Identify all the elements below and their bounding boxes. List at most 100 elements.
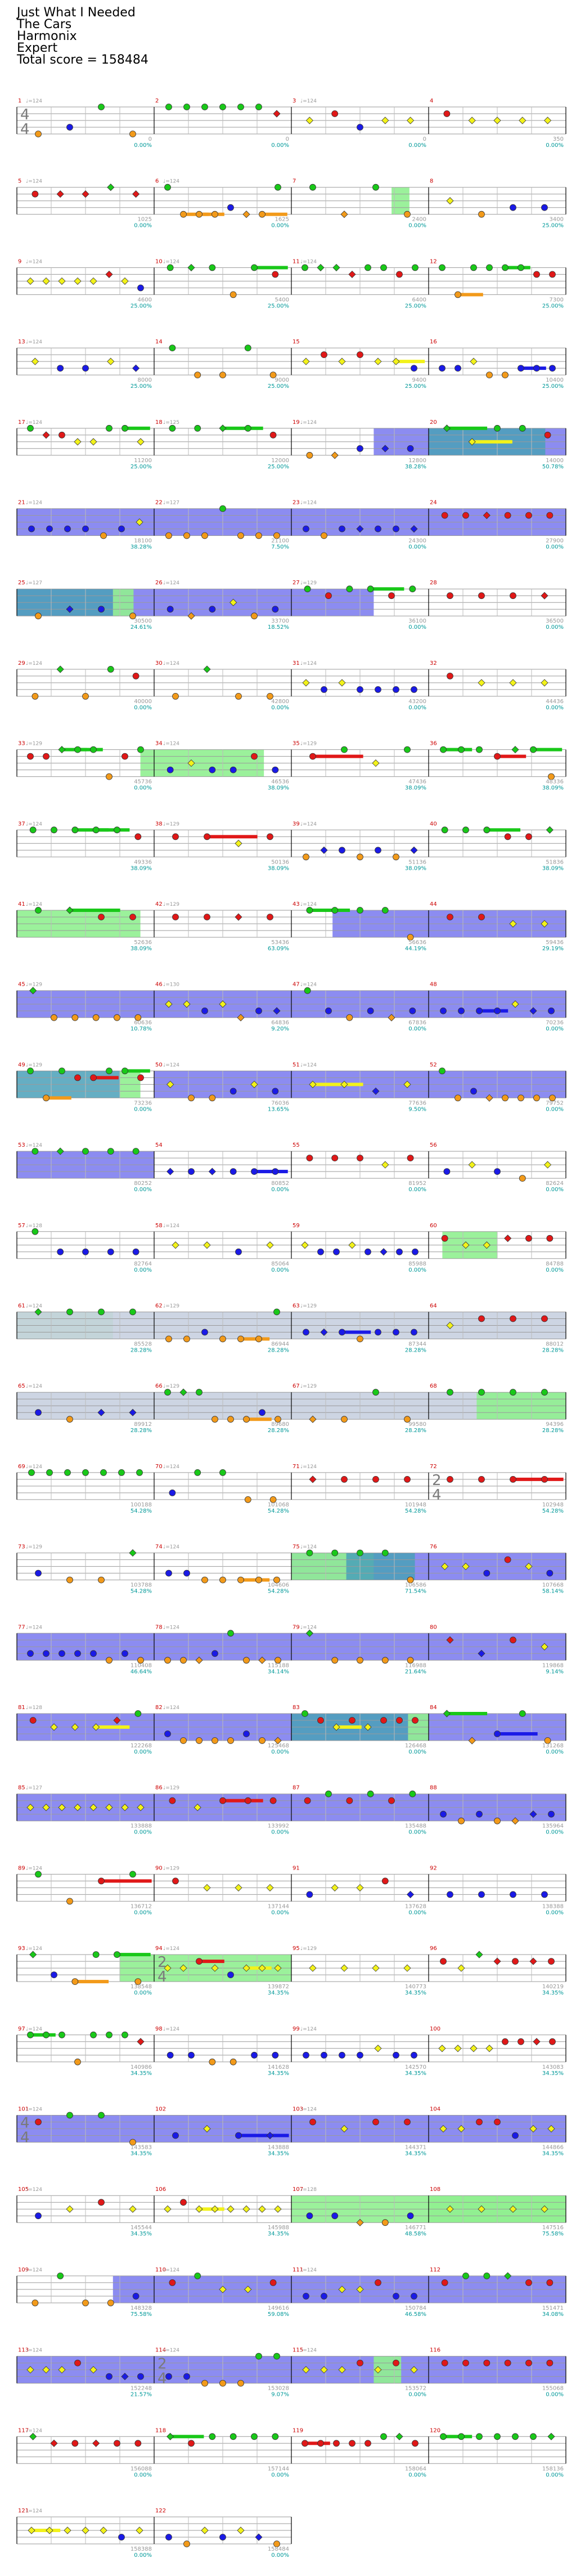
yellow-hopo-note [172,1241,179,1249]
measure-score: 10400 [546,377,564,383]
blue-note [35,1409,42,1416]
overdrive-percent: 0.00% [546,1026,564,1032]
yellow-hopo-note [529,2125,537,2133]
measure-score: 18100 [134,538,152,544]
measure-number: 9 [18,258,21,265]
measure-score: 156088 [130,2466,152,2472]
orange-note [357,1335,363,1343]
green-note [196,1389,202,1396]
blue-hopo-note [266,2131,274,2140]
measure-number: 105 [18,2186,29,2193]
measure-number: 74 [155,1544,163,1550]
measure-score: 87344 [408,1341,426,1348]
measure-score: 53436 [271,940,289,946]
overdrive-percent: 0.00% [546,1909,564,1916]
blue-note [470,1088,477,1095]
tempo-marker: ♩=124 [163,2027,179,2032]
overdrive-percent: 9.07% [271,2392,289,2398]
measure-number: 29 [18,660,25,667]
red-note [134,2440,142,2447]
green-hopo-note [56,1147,64,1155]
orange-note [237,532,244,539]
yellow-hopo-note [509,920,517,928]
blue-note [82,1248,89,1255]
yellow-hopo-note [230,598,237,606]
blue-note [303,1329,309,1336]
measure-score: 49336 [134,859,152,865]
yellow-hopo-note [195,2205,203,2213]
blue-note [82,525,89,533]
orange-sustain [241,1578,270,1582]
overdrive-percent: 0.00% [134,223,152,229]
red-note [396,271,403,278]
yellow-hopo-note [454,2045,462,2052]
measure-number: 48 [430,982,437,988]
overdrive-percent: 38.09% [130,865,152,871]
orange-note [129,2139,136,2146]
red-note [134,833,142,840]
yellow-hopo-note [403,1964,411,1972]
measure-score: 101068 [268,1502,289,1508]
blue-note [409,1007,416,1014]
tempo-marker: ♩=124 [26,902,42,907]
overdrive-percent: 0.00% [134,705,152,711]
blue-note [122,1650,128,1657]
yellow-hopo-note [483,1241,490,1249]
green-sustain [117,1953,151,1957]
yellow-hopo-note [74,1804,82,1812]
green-note [273,1308,280,1316]
overdrive-percent: 0.00% [546,2392,564,2398]
blue-note [333,1248,340,1255]
yellow-hopo-note [457,1964,465,1972]
time-signature: 24 [432,1472,442,1504]
red-hopo-note [493,1957,501,1965]
red-hopo-note [529,1957,537,1965]
red-sustain [207,835,258,839]
measure-number: 79 [292,1624,300,1630]
orange-note [219,1335,226,1343]
overdrive-percent: 54.28% [268,1508,289,1514]
blue-note [57,1248,64,1255]
time-signature-denominator: 4 [158,2371,167,2387]
staff-row: 45♩=1296063610.78%46♩=130648369.20%47♩=1… [16,982,566,1032]
orange-note [32,2299,39,2306]
orange-note [100,532,107,539]
measure-score: 84788 [546,1261,564,1267]
red-note [447,592,453,600]
yellow-hopo-note [478,679,485,687]
measure-number: 58 [155,1223,163,1229]
measure-number: 111 [292,2267,303,2273]
yellow-hopo-note [338,679,346,687]
red-note [533,271,540,278]
orange-hopo-note [388,1014,395,1022]
green-sustain [75,828,109,832]
green-hopo-note [34,1308,42,1316]
yellow-hopo-note [64,2526,71,2534]
green-note [194,424,201,432]
tempo-marker: ♩=124 [163,1464,179,1470]
measure-score: 82624 [546,1180,564,1187]
red-note [43,753,50,760]
green-note [357,907,363,914]
measure-score: 131268 [542,1743,564,1749]
green-note [122,1067,128,1075]
measure-score: 150784 [405,2305,426,2311]
blue-note [166,606,174,613]
measure-number: 51 [292,1062,300,1068]
orange-note [32,693,39,700]
green-note [164,1389,171,1396]
blue-note [132,2292,140,2300]
blue-note [272,2051,279,2059]
orange-note [92,1014,100,1021]
red-note [341,1475,348,1483]
green-note [209,2433,216,2440]
red-hopo-note [446,1636,454,1644]
green-note [380,264,387,271]
measure-score: 85064 [271,1261,289,1267]
measure-number: 96 [430,1946,437,1952]
measure-score: 140219 [542,1984,564,1990]
measure-number: 60 [430,1223,437,1229]
green-note [66,2112,73,2119]
measure-number: 100 [430,2026,440,2032]
time-signature: 44 [20,2115,30,2146]
